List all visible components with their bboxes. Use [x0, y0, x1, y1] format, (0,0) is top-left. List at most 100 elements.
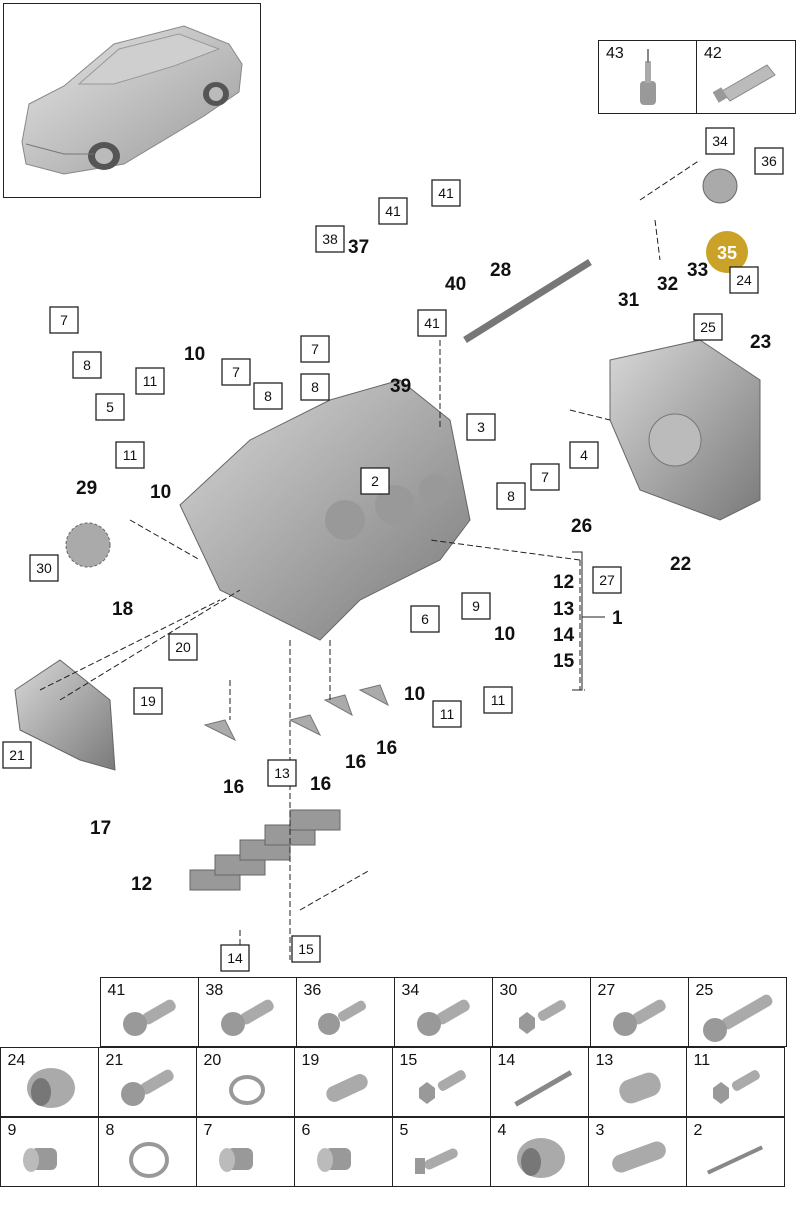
part-number: 2	[693, 1121, 703, 1139]
part-cell: 34	[393, 976, 493, 1047]
long-bolt-icon	[702, 994, 772, 1042]
bushing-icon	[618, 1072, 661, 1103]
part-number: 11	[693, 1051, 711, 1069]
boxed-label-11: 11	[115, 441, 145, 469]
boxed-label-text: 11	[123, 447, 138, 463]
part-cell: 21	[97, 1046, 197, 1117]
part-number: 30	[499, 981, 518, 999]
boxed-label-text: 36	[761, 153, 777, 169]
boxed-label-11: 11	[432, 700, 462, 728]
label-10: 10	[404, 684, 425, 705]
part-number: 34	[401, 981, 420, 999]
sleeve-icon	[26, 1067, 75, 1108]
label-10: 10	[494, 624, 515, 645]
hex-bolt-icon	[418, 1069, 466, 1104]
rear-cover	[14, 659, 116, 771]
boxed-label-text: 7	[232, 364, 240, 380]
label-23: 23	[750, 332, 771, 353]
part-number: 13	[595, 1051, 614, 1069]
label-14: 14	[553, 625, 575, 646]
sealant-tube-icon	[712, 64, 776, 103]
part-cell: 36	[295, 976, 395, 1047]
boxed-label-4: 4	[569, 441, 599, 469]
part-cell: 38	[197, 976, 297, 1047]
part-cell: 4	[489, 1116, 589, 1187]
torx-bolt-icon	[612, 999, 666, 1036]
boxed-label-text: 15	[298, 941, 314, 957]
part-number: 21	[105, 1051, 124, 1069]
label-33: 33	[687, 260, 708, 281]
sleeve-icon	[516, 1137, 565, 1178]
exploded-diagram: 35 37 40 28 39 31 32 33 23 10 10 10 10 2…	[2, 127, 784, 972]
boxed-label-14: 14	[220, 944, 250, 972]
label-13: 13	[553, 599, 574, 620]
boxed-label-text: 8	[311, 379, 319, 395]
boxed-label-20: 20	[168, 633, 198, 661]
boxed-label-text: 11	[440, 706, 455, 722]
part-number: 6	[301, 1121, 311, 1139]
part-number: 38	[205, 981, 224, 999]
boxed-label-text: 8	[83, 357, 91, 373]
part-cell: 41	[99, 976, 199, 1047]
tube-icon	[611, 1141, 666, 1172]
torx-bolt-icon	[120, 1069, 174, 1106]
boxed-label-38: 38	[315, 225, 345, 253]
engine-block	[179, 379, 471, 641]
label-15: 15	[553, 651, 575, 672]
parts-row: 41 38 36 34 30 27 25	[99, 976, 787, 1048]
boxed-label-text: 6	[421, 611, 429, 627]
boxed-label-7: 7	[49, 306, 79, 334]
boxed-label-text: 34	[712, 133, 728, 149]
part-cell: 2	[685, 1116, 785, 1187]
part-cell: 9	[0, 1116, 99, 1187]
label-18: 18	[112, 599, 133, 620]
part-number: 8	[105, 1121, 115, 1139]
part-number: 36	[303, 981, 322, 999]
part-number: 41	[107, 981, 126, 999]
boxed-label-7: 7	[300, 335, 330, 363]
boxed-label-text: 13	[274, 765, 290, 781]
boxed-label-text: 11	[491, 692, 506, 708]
boxed-label-8: 8	[253, 382, 283, 410]
label-22: 22	[670, 554, 691, 575]
oil-bottle-icon	[640, 49, 656, 105]
part-number: 42	[704, 45, 722, 62]
boxed-label-text: 11	[143, 373, 158, 389]
consumables-table: 43 42	[598, 40, 796, 114]
label-1: 1	[612, 608, 623, 629]
part-cell: 24	[0, 1046, 99, 1117]
part-cell: 20	[195, 1046, 295, 1117]
boxed-label-text: 25	[700, 319, 716, 335]
torx-bolt-icon	[122, 999, 176, 1036]
part-number: 9	[7, 1121, 17, 1139]
part-number: 24	[7, 1051, 26, 1069]
boxed-label-41: 41	[378, 197, 408, 225]
part-cell: 14	[489, 1046, 589, 1117]
part-cell: 42	[697, 41, 795, 113]
part-cell: 8	[97, 1116, 197, 1187]
boxed-label-2: 2	[360, 467, 390, 495]
part-cell: 25	[687, 976, 787, 1047]
boxed-label-text: 8	[507, 488, 515, 504]
callout-35[interactable]: 35	[706, 231, 748, 273]
label-16: 16	[223, 777, 244, 798]
boxed-label-text: 38	[322, 231, 338, 247]
boxed-label-5: 5	[95, 393, 125, 421]
flange-bolt-icon	[317, 1000, 366, 1035]
part-number: 27	[597, 981, 616, 999]
plug-icon	[316, 1147, 351, 1172]
part-number: 15	[399, 1051, 418, 1069]
svg-text:35: 35	[717, 243, 737, 263]
boxed-label-text: 7	[60, 312, 68, 328]
boxed-label-text: 7	[311, 341, 319, 357]
o-ring-icon	[228, 1074, 265, 1105]
boxed-label-text: 20	[175, 639, 191, 655]
part-number: 25	[695, 981, 714, 999]
boxed-label-text: 41	[424, 315, 440, 331]
label-16: 16	[376, 738, 397, 759]
boxed-label-3: 3	[466, 413, 496, 441]
part-cell: 3	[587, 1116, 687, 1187]
pin-icon	[414, 1148, 458, 1174]
